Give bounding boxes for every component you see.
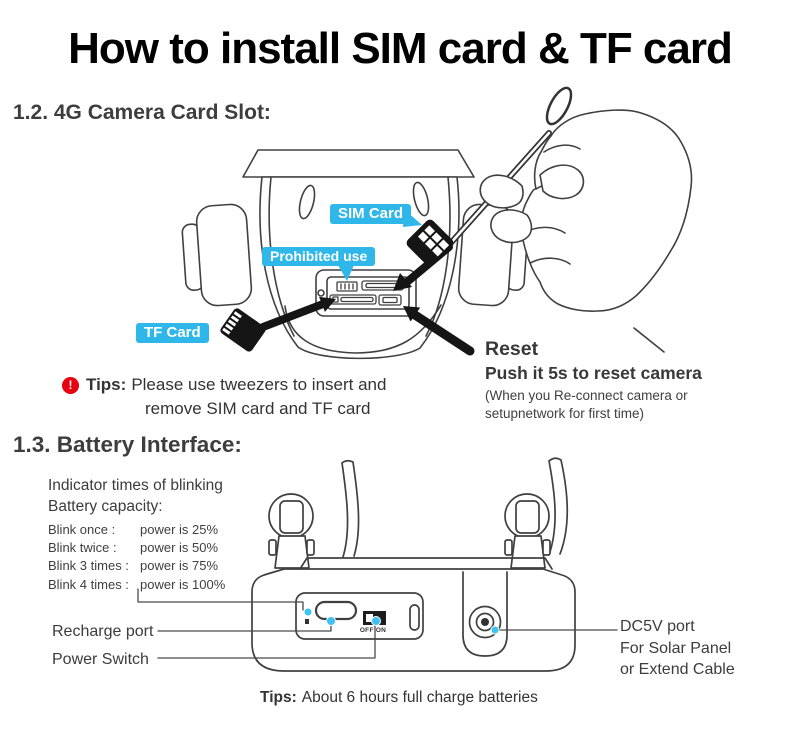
dc5v-line3: or Extend Cable	[620, 661, 735, 678]
blink-row: Blink 4 times : power is 100%	[48, 576, 225, 594]
blink-row: Blink once : power is 25%	[48, 521, 225, 539]
tips-line2: remove SIM card and TF card	[145, 399, 371, 418]
tips-label: Tips:	[260, 689, 297, 706]
power-switch-label: Power Switch	[52, 651, 149, 668]
switch-off-on-text: OFF ON	[359, 627, 387, 634]
tips-text: About 6 hours full charge batteries	[301, 689, 538, 706]
dc5v-line1: DC5V port	[620, 618, 695, 635]
base-illustration	[251, 457, 576, 672]
blink-value: power is 100%	[140, 576, 226, 592]
callout-dots	[303, 607, 500, 635]
blink-indicator-block: Indicator times of blinking Battery capa…	[48, 476, 225, 594]
tf-card-chip	[220, 308, 266, 352]
reset-note-line1: (When you Re-connect camera or	[485, 388, 688, 404]
indicator-title-line2: Battery capacity:	[48, 497, 163, 515]
blink-value: power is 50%	[140, 540, 219, 556]
section-card-slot-heading: 1.2. 4G Camera Card Slot:	[13, 101, 271, 124]
recharge-port-label: Recharge port	[52, 623, 154, 640]
hand-illustration	[479, 109, 693, 353]
blink-label: Blink twice :	[48, 540, 117, 556]
blink-label: Blink once :	[48, 522, 116, 537]
reset-callout: Reset Push it 5s to reset camera (When y…	[485, 338, 702, 422]
callout-lines	[137, 588, 618, 659]
sim-card-chip	[406, 219, 454, 267]
blink-row: Blink 3 times : power is 75%	[48, 557, 225, 575]
warning-icon: !	[62, 377, 79, 394]
blink-label: Blink 3 times :	[48, 558, 129, 574]
prohibited-use-badge: Prohibited use	[262, 247, 376, 266]
tips-line1: Please use tweezers to insert and	[131, 375, 387, 394]
blink-value: power is 75%	[140, 558, 219, 574]
blink-table: Blink once : power is 25% Blink twice : …	[48, 521, 225, 594]
dc5v-callout: DC5V port For Solar Panel or Extend Cabl…	[620, 616, 735, 681]
blink-row: Blink twice : power is 50%	[48, 539, 225, 557]
blink-value: power is 25%	[140, 522, 219, 537]
reset-note-line2: setupnetwork for first time)	[485, 405, 645, 421]
reset-title: Reset	[485, 338, 539, 360]
tips-label: Tips:	[86, 375, 127, 394]
reset-instruction: Push it 5s to reset camera	[485, 363, 702, 384]
card-slot-tips: ! Tips:Please use tweezers to insert and…	[62, 375, 386, 419]
sim-card-badge: SIM Card	[330, 204, 412, 224]
section-battery-heading: 1.3. Battery Interface:	[13, 432, 242, 457]
blink-label: Blink 4 times :	[48, 576, 129, 592]
dc5v-line2: For Solar Panel	[620, 639, 732, 657]
indicator-title-line1: Indicator times of blinking	[48, 477, 223, 494]
page-title: How to install SIM card & TF card	[68, 24, 733, 73]
battery-tips: Tips:About 6 hours full charge batteries	[260, 689, 538, 707]
tf-card-badge: TF Card	[136, 323, 209, 343]
